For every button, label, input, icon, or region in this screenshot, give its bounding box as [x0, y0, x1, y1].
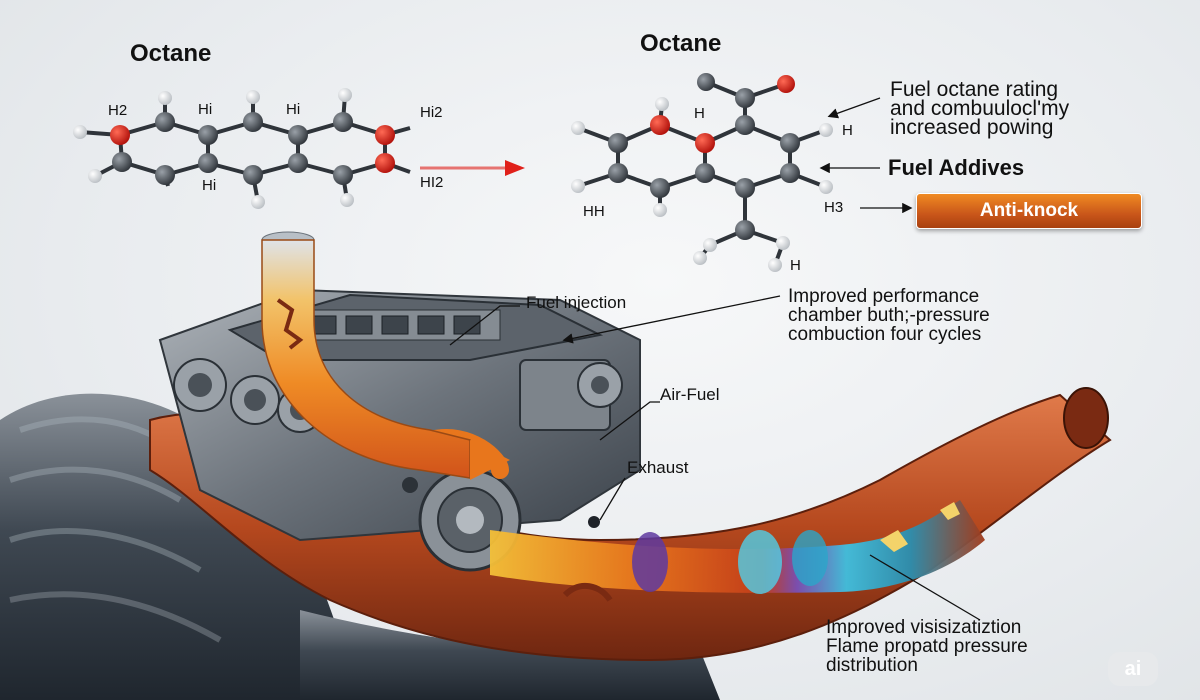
ai-watermark: ai: [1108, 652, 1158, 686]
atom-label: Hi: [202, 177, 217, 194]
atom-label: H: [790, 257, 801, 274]
atom-label: H2: [108, 102, 128, 119]
fuel-additives-label: Fuel Addives: [888, 155, 1025, 180]
copper-duct: [149, 387, 1112, 662]
atom-label: HI2: [420, 174, 444, 191]
exhaust-label: Exhaust: [627, 458, 689, 477]
atom-label: Hi: [286, 101, 301, 118]
improved-performance-callout: Improved performance chamber buth;-press…: [788, 286, 990, 345]
octane-rating-callout: Fuel octane rating and combuulocl'my inc…: [890, 78, 1070, 139]
intake-hose: [0, 393, 720, 700]
right-molecule-atoms: [571, 73, 833, 272]
combustion-flow: [490, 500, 985, 602]
atom-label: Hi2: [420, 104, 443, 121]
reaction-arrow: [420, 160, 525, 176]
atom-label: H3: [824, 199, 844, 216]
fuel-injection-tube: [261, 231, 510, 480]
anti-knock-badge: Anti-knock: [916, 193, 1142, 229]
leader-lines: [449, 97, 981, 621]
left-molecule-title: Octane: [130, 40, 212, 67]
air-fuel-label: Air-Fuel: [660, 385, 720, 404]
atom-label: H: [694, 105, 705, 122]
right-molecule-title: Octane: [640, 30, 722, 57]
visualization-callout: Improved visisizatiztion Flame propatd p…: [826, 617, 1028, 676]
fuel-injection-label: Fuel injection: [526, 293, 627, 312]
atom-label: Hi: [198, 101, 213, 118]
left-octane-molecule: [79, 94, 411, 203]
atom-label: H: [842, 122, 853, 139]
atom-label: HH: [583, 203, 605, 220]
left-molecule-atoms: [73, 88, 395, 209]
